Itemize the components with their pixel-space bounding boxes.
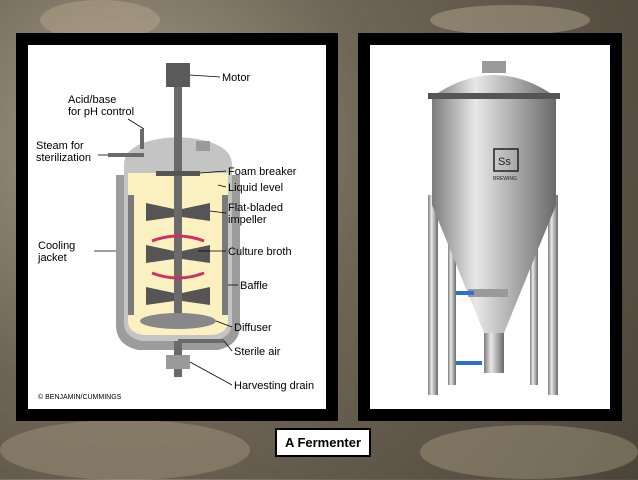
label-culture-broth: Culture broth <box>228 246 292 258</box>
brand-subtext: BREWING <box>493 176 517 182</box>
label-diffuser: Diffuser <box>234 322 272 334</box>
caption: A Fermenter <box>275 428 371 457</box>
motor-block <box>166 63 190 87</box>
top-port <box>482 61 506 73</box>
bottom-valve <box>484 333 504 373</box>
leg <box>428 195 438 395</box>
flow-arrow <box>151 234 205 243</box>
photo-area: Ss BREWING <box>370 45 610 409</box>
brand-logo-box <box>493 148 519 172</box>
foam-breaker-blade <box>156 171 200 176</box>
label-impeller-2: impeller <box>228 214 267 226</box>
label-steam: Steam for <box>36 140 84 152</box>
tank-dome <box>432 75 556 97</box>
label-cooling: Cooling <box>38 240 75 252</box>
label-motor: Motor <box>222 72 250 84</box>
impeller-blade <box>146 203 174 221</box>
top-fitting <box>196 141 210 151</box>
background-texture <box>430 5 590 35</box>
label-sterile-air: Sterile air <box>234 346 281 358</box>
background-texture <box>420 425 638 479</box>
impeller-blade <box>182 245 210 263</box>
impeller-blade <box>146 245 174 263</box>
brand-logo: Ss <box>498 156 511 168</box>
fermenter-photo: Ss BREWING <box>428 61 560 395</box>
fermenter-diagram: Motor Acid/base for pH control Steam for… <box>36 63 314 401</box>
label-harvesting-drain: Harvesting drain <box>234 380 314 392</box>
valve-handle <box>456 291 474 295</box>
copyright-text: © BENJAMIN/CUMMINGS <box>38 393 122 401</box>
label-steam-2: sterilization <box>36 152 91 164</box>
impeller-blade <box>182 287 210 305</box>
leg <box>448 195 456 385</box>
label-liquid-level: Liquid level <box>228 182 283 194</box>
acid-base-port <box>140 129 144 149</box>
label-acid-base: Acid/base <box>68 94 116 106</box>
baffle-right <box>222 195 228 315</box>
valve-handle <box>456 361 482 365</box>
steam-port <box>108 153 144 157</box>
racking-valve <box>468 289 508 297</box>
sterile-air-pipe <box>178 339 224 343</box>
impeller-blade <box>146 287 174 305</box>
lid-clamp <box>428 93 560 99</box>
label-impeller: Flat-bladed <box>228 202 283 214</box>
diagram-area: Motor Acid/base for pH control Steam for… <box>28 45 326 409</box>
flow-arrow <box>151 271 205 280</box>
baffle-left <box>128 195 134 315</box>
photo-panel: Ss BREWING <box>358 33 622 421</box>
shaft <box>174 75 182 325</box>
impeller-blade <box>182 203 210 221</box>
label-baffle: Baffle <box>240 280 268 292</box>
drain-valve <box>166 355 190 369</box>
label-cooling-2: jacket <box>37 252 67 264</box>
label-acid-base-2: for pH control <box>68 106 134 118</box>
diagram-panel: Motor Acid/base for pH control Steam for… <box>16 33 338 421</box>
tank-cone <box>432 205 556 333</box>
diffuser-plate <box>140 313 216 329</box>
background-texture <box>0 420 250 480</box>
leg <box>530 195 538 385</box>
label-foam-breaker: Foam breaker <box>228 166 297 178</box>
leg <box>548 195 558 395</box>
